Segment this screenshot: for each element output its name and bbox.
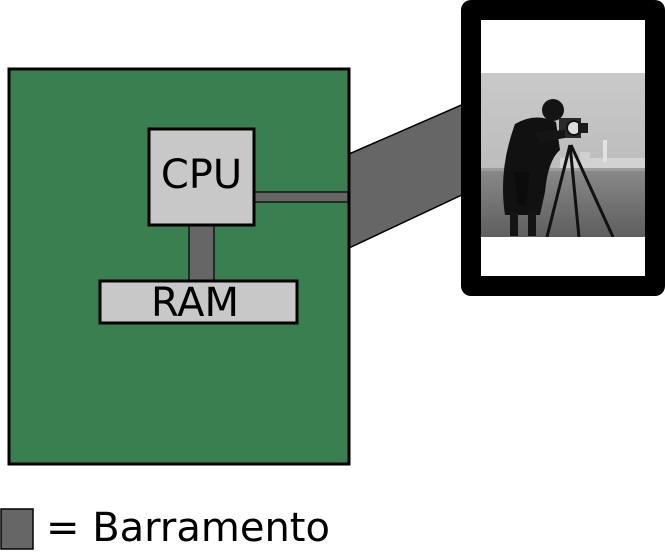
cpu-box	[147, 127, 256, 227]
cpu-block: CPU	[147, 127, 256, 227]
photographer-with-camera-on-tripod-image	[481, 73, 645, 237]
cpu-ram-bus	[188, 224, 215, 282]
monitor	[461, 0, 665, 296]
ram-block: RAM	[98, 279, 299, 326]
ram-label: RAM	[151, 280, 239, 326]
cpu-output-bus	[253, 191, 349, 203]
cpu-label: CPU	[161, 152, 242, 198]
bus-legend-swatch	[0, 508, 34, 550]
bus-legend-label: = Barramento	[46, 505, 330, 551]
video-bus	[348, 101, 467, 250]
ram-box	[98, 279, 299, 325]
